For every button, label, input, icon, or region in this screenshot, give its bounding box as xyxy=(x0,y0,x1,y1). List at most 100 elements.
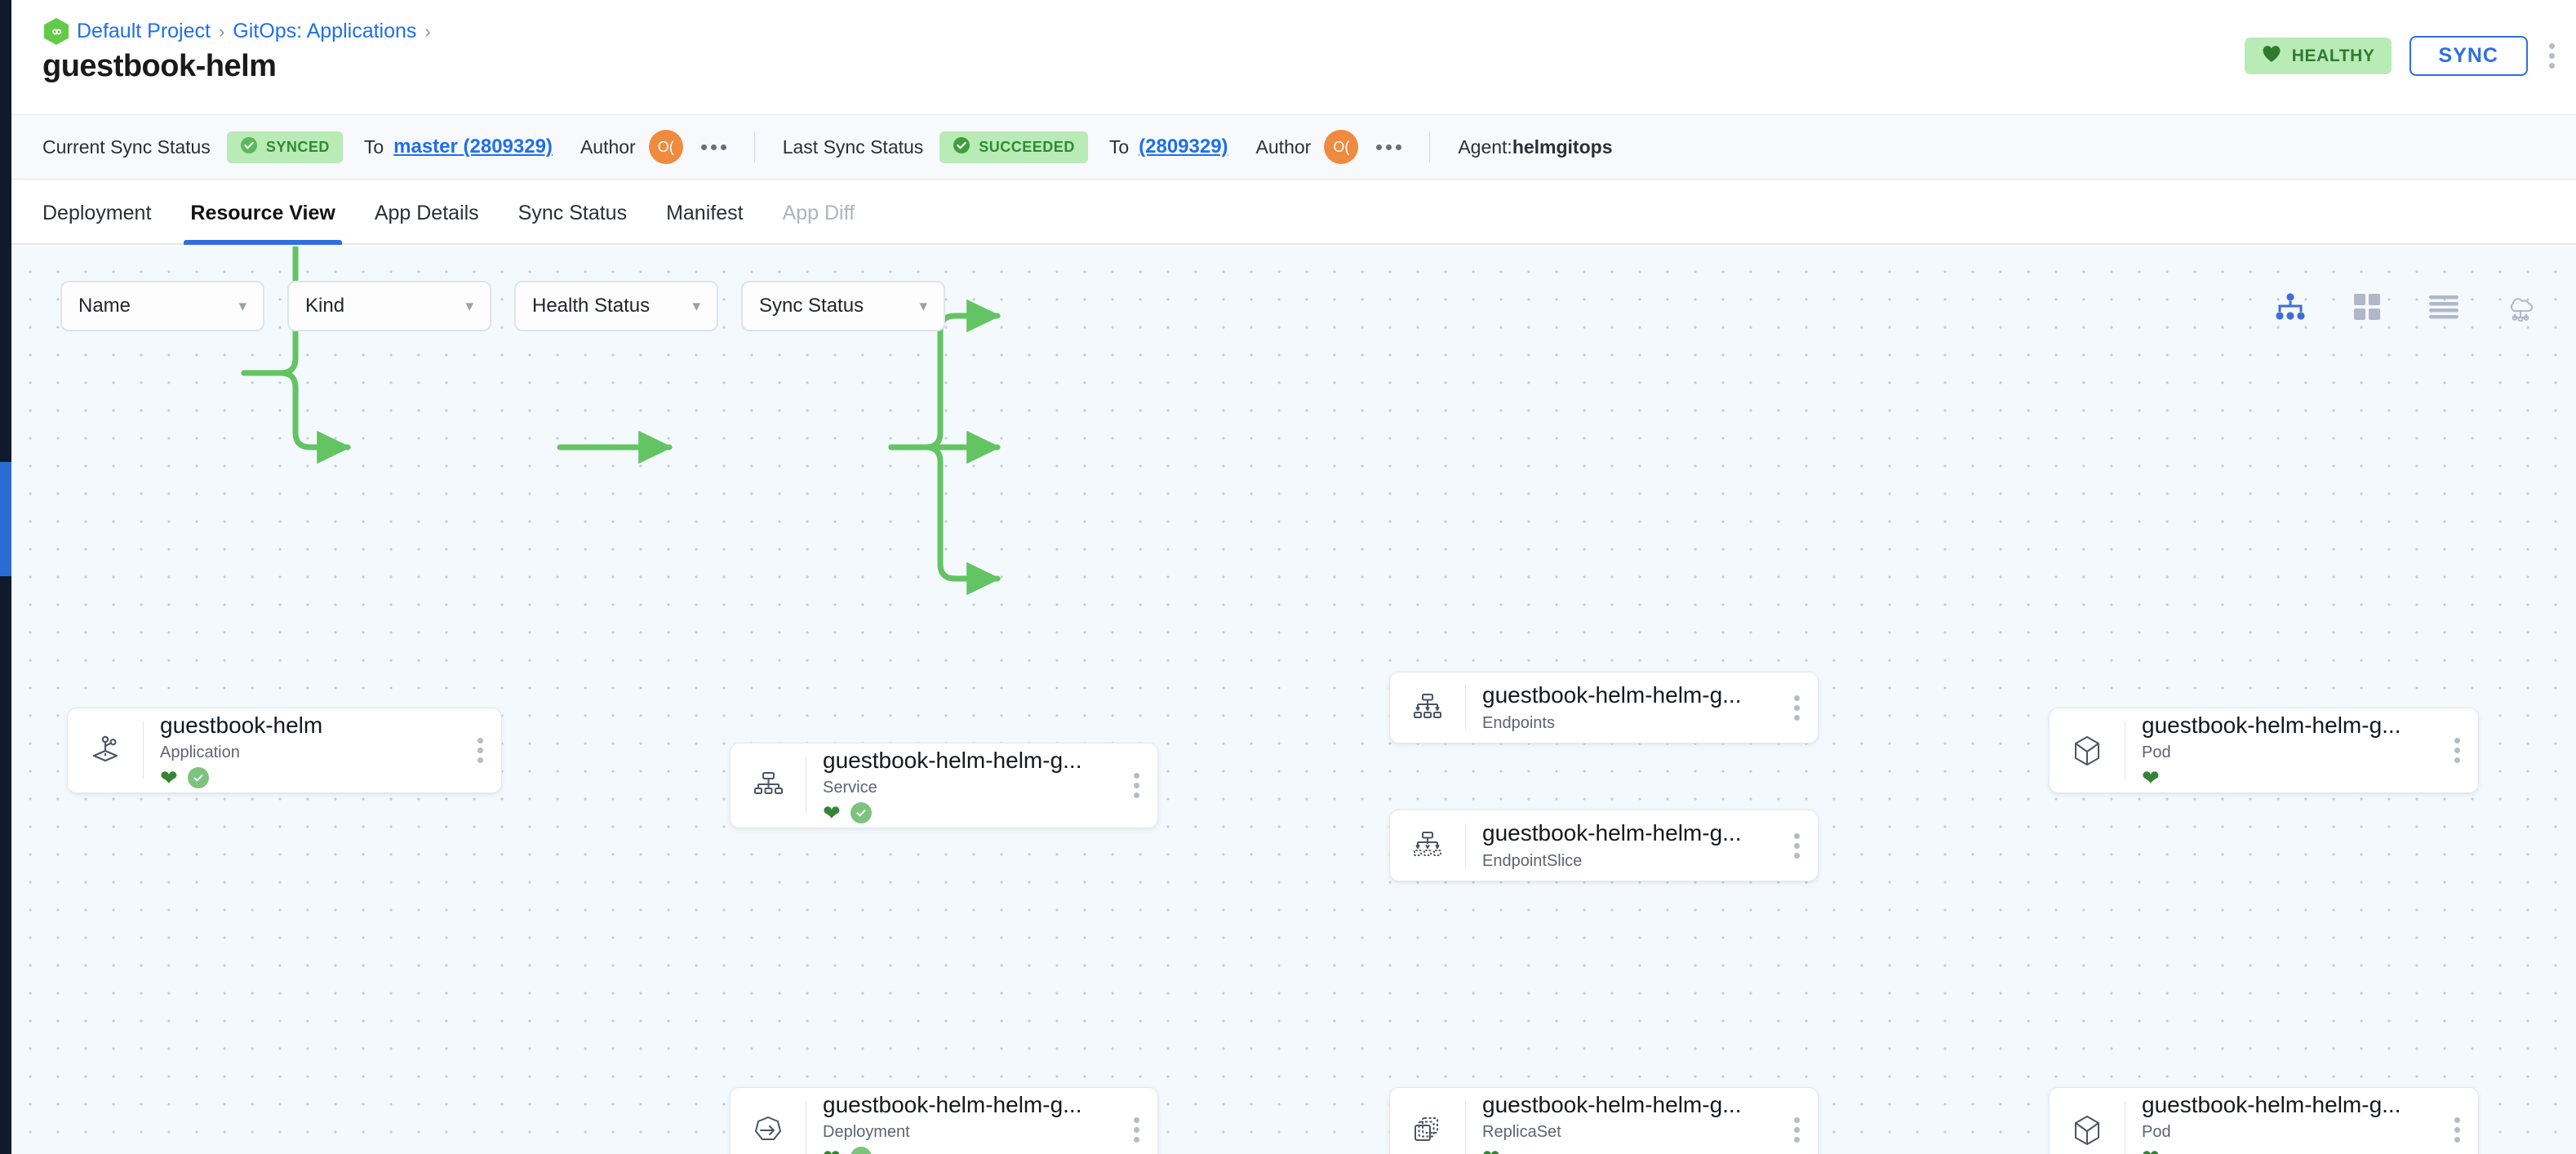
tree-view-icon[interactable] xyxy=(2271,287,2310,326)
synced-check-icon xyxy=(850,802,872,824)
node-status: ❤ xyxy=(2142,767,2438,788)
list-view-icon[interactable] xyxy=(2424,287,2463,326)
avatar: O( xyxy=(648,130,683,164)
filter-sync-status-label: Sync Status xyxy=(759,295,864,317)
graph-node-endpoints[interactable]: guestbook-helm-helm-g... Endpoints xyxy=(1389,672,1819,743)
breadcrumb-item-gitops-applications[interactable]: GitOps: Applications xyxy=(233,20,417,42)
node-menu-icon[interactable] xyxy=(1786,695,1818,721)
node-menu-icon[interactable] xyxy=(1786,1117,1818,1143)
graph-node-deployment[interactable]: guestbook-helm-helm-g... Deployment ❤ xyxy=(730,1087,1158,1154)
tab-deployment[interactable]: Deployment xyxy=(42,202,152,224)
node-status: ❤ xyxy=(823,802,1117,824)
filter-kind-select[interactable]: Kind ▾ xyxy=(287,281,491,331)
graph-node-service[interactable]: guestbook-helm-helm-g... Service ❤ xyxy=(730,743,1158,828)
divider xyxy=(1465,1101,1466,1154)
kebab-vertical-icon[interactable] xyxy=(2546,40,2558,72)
node-menu-icon[interactable] xyxy=(1786,832,1818,859)
node-body: guestbook-helm-helm-g... Endpoints xyxy=(1466,682,1786,732)
divider xyxy=(1465,686,1466,730)
node-kind: Endpoints xyxy=(1482,713,1555,732)
tab-manifest[interactable]: Manifest xyxy=(666,202,744,224)
graph-node-pod-2[interactable]: guestbook-helm-helm-g... Pod ❤ xyxy=(2049,1087,2479,1154)
kebab-horizontal-icon-2[interactable] xyxy=(1376,144,1402,150)
tab-app-details[interactable]: App Details xyxy=(374,202,479,224)
grid-view-icon[interactable] xyxy=(2347,287,2387,326)
divider xyxy=(753,131,755,162)
graph-node-pod-1[interactable]: guestbook-helm-helm-g... Pod ❤ xyxy=(2049,708,2479,793)
avatar-2: O( xyxy=(1324,130,1359,164)
node-kind: Application xyxy=(160,743,240,762)
current-sync-status-chip-label: SYNCED xyxy=(265,138,330,155)
breadcrumb-separator-icon: › xyxy=(218,20,225,42)
pod-icon-2 xyxy=(2050,1113,2125,1147)
heart-icon: ❤ xyxy=(1482,1147,1500,1154)
breadcrumb: Default Project › GitOps: Applications › xyxy=(44,18,431,45)
service-icon xyxy=(731,770,806,801)
kebab-horizontal-icon[interactable] xyxy=(700,144,726,150)
node-title: guestbook-helm-helm-g... xyxy=(2142,712,2401,738)
endpoints-icon xyxy=(1390,693,1465,722)
application-icon xyxy=(68,734,143,768)
page-title: guestbook-helm xyxy=(42,49,277,83)
graph-node-application[interactable]: guestbook-helm Application ❤ xyxy=(67,708,502,793)
node-title: guestbook-helm-helm-g... xyxy=(823,1091,1082,1117)
node-status: ❤ xyxy=(823,1147,1117,1154)
node-menu-icon[interactable] xyxy=(2446,1117,2478,1143)
node-kind: Pod xyxy=(2142,743,2171,762)
resource-graph-canvas[interactable]: Name ▾ Kind ▾ Health Status ▾ Sync Statu… xyxy=(11,246,2576,1154)
tab-app-diff: App Diff xyxy=(782,202,855,224)
sync-status-bar: Current Sync Status SYNCED To master (28… xyxy=(11,114,2576,180)
health-badge-label: HEALTHY xyxy=(2291,46,2375,65)
tab-sync-status[interactable]: Sync Status xyxy=(517,202,628,224)
node-body: guestbook-helm-helm-g... EndpointSlice xyxy=(1466,820,1786,870)
node-body: guestbook-helm-helm-g... Service ❤ xyxy=(806,747,1126,824)
filter-name-label: Name xyxy=(78,295,131,317)
node-menu-icon[interactable] xyxy=(469,738,501,763)
endpointslice-icon xyxy=(1390,831,1465,860)
infinity-hexagon-icon xyxy=(44,18,69,45)
node-body: guestbook-helm-helm-g... Deployment ❤ xyxy=(806,1092,1126,1154)
filter-name-select[interactable]: Name ▾ xyxy=(60,281,264,331)
chevron-down-icon-2: ▾ xyxy=(465,297,473,315)
filter-sync-status-select[interactable]: Sync Status ▾ xyxy=(741,281,945,331)
current-revision-link[interactable]: master (2809329) xyxy=(393,135,553,158)
heart-icon: ❤ xyxy=(2142,766,2160,791)
status-badge-health: HEALTHY xyxy=(2244,38,2392,74)
node-title: guestbook-helm xyxy=(160,712,323,738)
node-title: guestbook-helm-helm-g... xyxy=(1482,1091,1742,1117)
graph-node-replicaset[interactable]: guestbook-helm-helm-g... ReplicaSet ❤ xyxy=(1389,1087,1819,1154)
heart-icon xyxy=(2261,44,2282,68)
sync-button[interactable]: SYNC xyxy=(2409,36,2528,76)
synced-check-icon xyxy=(187,767,209,789)
node-status: ❤ xyxy=(1482,1147,1778,1154)
filter-health-status-label: Health Status xyxy=(532,295,651,317)
network-view-icon[interactable] xyxy=(2501,287,2540,326)
breadcrumb-separator-icon-2: › xyxy=(424,20,431,42)
agent-value: helmgitops xyxy=(1512,135,1613,158)
divider xyxy=(143,721,144,779)
node-title: guestbook-helm-helm-g... xyxy=(823,747,1082,773)
current-sync-status-label: Current Sync Status xyxy=(42,135,211,158)
chevron-down-icon: ▾ xyxy=(238,297,246,315)
tab-resource-view[interactable]: Resource View xyxy=(171,202,354,245)
last-revision-link[interactable]: (2809329) xyxy=(1139,135,1228,158)
node-kind: ReplicaSet xyxy=(1482,1123,1561,1142)
divider-2 xyxy=(1429,131,1431,162)
filter-bar: Name ▾ Kind ▾ Health Status ▾ Sync Statu… xyxy=(60,281,945,331)
node-title: guestbook-helm-helm-g... xyxy=(1482,820,1742,846)
node-menu-icon[interactable] xyxy=(2446,738,2478,763)
tab-bar: Deployment Resource View App Details Syn… xyxy=(11,180,2576,245)
node-kind: EndpointSlice xyxy=(1482,851,1583,870)
replicaset-icon xyxy=(1390,1115,1465,1146)
node-menu-icon[interactable] xyxy=(1126,1117,1157,1143)
left-nav-rail xyxy=(0,0,11,1154)
filter-health-status-select[interactable]: Health Status ▾ xyxy=(514,281,718,331)
graph-node-endpointslice[interactable]: guestbook-helm-helm-g... EndpointSlice xyxy=(1389,810,1819,881)
breadcrumb-item-default-project[interactable]: Default Project xyxy=(77,20,211,42)
node-menu-icon[interactable] xyxy=(1126,773,1157,798)
divider xyxy=(1465,823,1466,868)
node-status: ❤ xyxy=(160,767,461,789)
current-to-label: To xyxy=(363,135,384,158)
node-status: ❤ xyxy=(2142,1147,2438,1154)
